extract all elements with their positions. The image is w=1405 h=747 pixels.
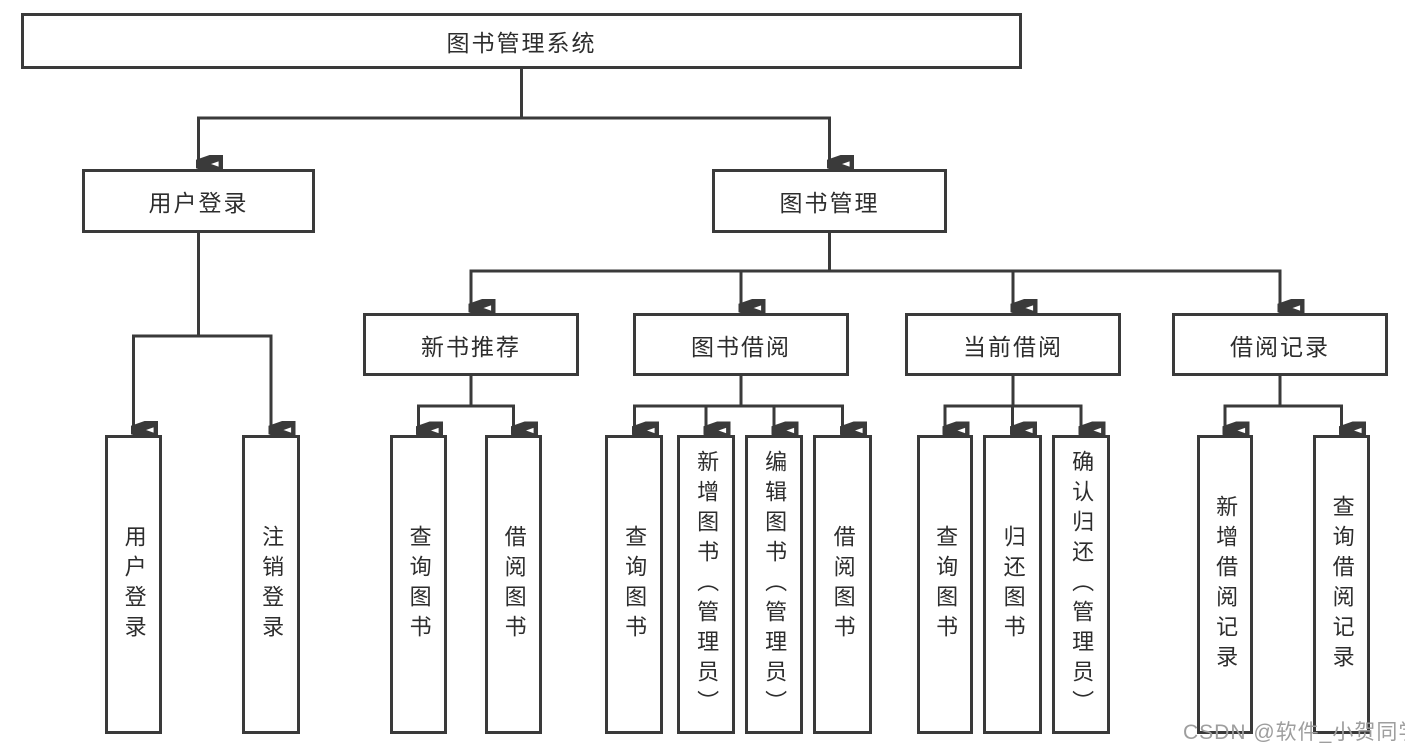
node-label: 当前借阅: [963, 333, 1063, 360]
leaf-label: 注销登录: [259, 524, 285, 645]
node-label: 新书推荐: [421, 333, 521, 360]
leaf-add-borrow-record: 新增借阅记录: [1197, 435, 1253, 734]
leaf-label: 借阅图书: [830, 524, 856, 645]
node-user-login: 用户登录: [82, 169, 315, 233]
leaf-user-login: 用户登录: [105, 435, 162, 734]
leaf-label: 查询图书: [406, 524, 432, 645]
node-library-system-root: 图书管理系统: [21, 13, 1022, 69]
leaf-add-books-admin: 新增图书（管理员）: [677, 435, 735, 734]
node-new-book-recommendation: 新书推荐: [363, 313, 579, 376]
leaf-borrow-books-recommend: 借阅图书: [485, 435, 542, 734]
leaf-logout: 注销登录: [242, 435, 300, 734]
leaf-confirm-return-admin: 确认归还（管理员）: [1052, 435, 1110, 734]
leaf-query-borrow-record: 查询借阅记录: [1313, 435, 1370, 734]
leaf-query-books-recommend: 查询图书: [390, 435, 447, 734]
leaf-borrow-books-borrowing: 借阅图书: [813, 435, 872, 734]
leaf-label: 新增借阅记录: [1213, 494, 1239, 675]
node-label: 图书借阅: [691, 333, 791, 360]
leaf-label: 查询借阅记录: [1329, 494, 1355, 675]
node-label: 用户登录: [148, 190, 249, 216]
leaf-label: 用户登录: [121, 524, 147, 645]
leaf-label: 新增图书（管理员）: [694, 449, 720, 720]
leaf-edit-books-admin: 编辑图书（管理员）: [745, 435, 803, 734]
leaf-label: 确认归还（管理员）: [1069, 449, 1095, 720]
leaf-return-books: 归还图书: [983, 435, 1042, 734]
leaf-label: 借阅图书: [501, 524, 527, 645]
node-current-borrowing: 当前借阅: [905, 313, 1121, 376]
node-borrowing-records: 借阅记录: [1172, 313, 1388, 376]
leaf-label: 编辑图书（管理员）: [762, 449, 788, 720]
leaf-query-books-borrowing: 查询图书: [605, 435, 663, 734]
leaf-label: 归还图书: [1000, 524, 1026, 645]
node-book-borrowing: 图书借阅: [633, 313, 849, 376]
csdn-watermark: CSDN @软件_小贺同学: [1183, 721, 1405, 744]
leaf-query-books-current: 查询图书: [917, 435, 973, 734]
node-book-management: 图书管理: [712, 169, 947, 233]
leaf-label: 查询图书: [622, 524, 648, 645]
node-label: 图书管理系统: [446, 30, 597, 56]
node-label: 图书管理: [779, 190, 880, 216]
node-label: 借阅记录: [1230, 333, 1330, 360]
leaf-label: 查询图书: [933, 524, 959, 645]
